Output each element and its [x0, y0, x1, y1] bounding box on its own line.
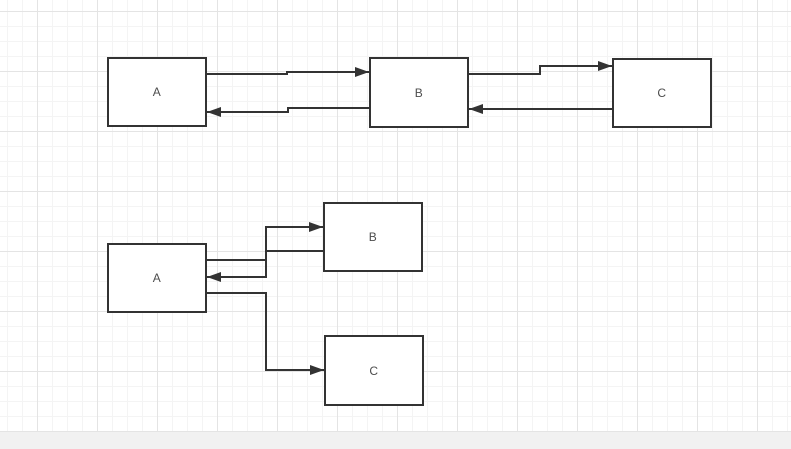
horizontal-scrollbar-track[interactable]: [0, 432, 791, 449]
node-top-b[interactable]: B: [369, 57, 469, 128]
edge-bottom-a-to-bottom-b[interactable]: [207, 222, 323, 261]
node-label: A: [152, 271, 162, 285]
node-label: B: [368, 230, 378, 244]
node-label: A: [152, 85, 162, 99]
node-top-c[interactable]: C: [612, 58, 712, 128]
node-bottom-c[interactable]: C: [324, 335, 424, 406]
node-bottom-a[interactable]: A: [107, 243, 207, 313]
edge-bottom-b-to-bottom-a[interactable]: [207, 250, 323, 282]
edge-top-b-to-top-c[interactable]: [469, 61, 612, 75]
node-label: C: [657, 86, 667, 100]
node-label: C: [369, 363, 379, 378]
edge-top-b-to-top-a[interactable]: [207, 107, 369, 117]
node-bottom-b[interactable]: B: [323, 202, 423, 272]
edge-bottom-a-to-bottom-c[interactable]: [207, 292, 324, 375]
node-top-a[interactable]: A: [107, 57, 207, 127]
node-label: B: [414, 85, 424, 100]
edge-top-a-to-top-b[interactable]: [207, 67, 369, 77]
